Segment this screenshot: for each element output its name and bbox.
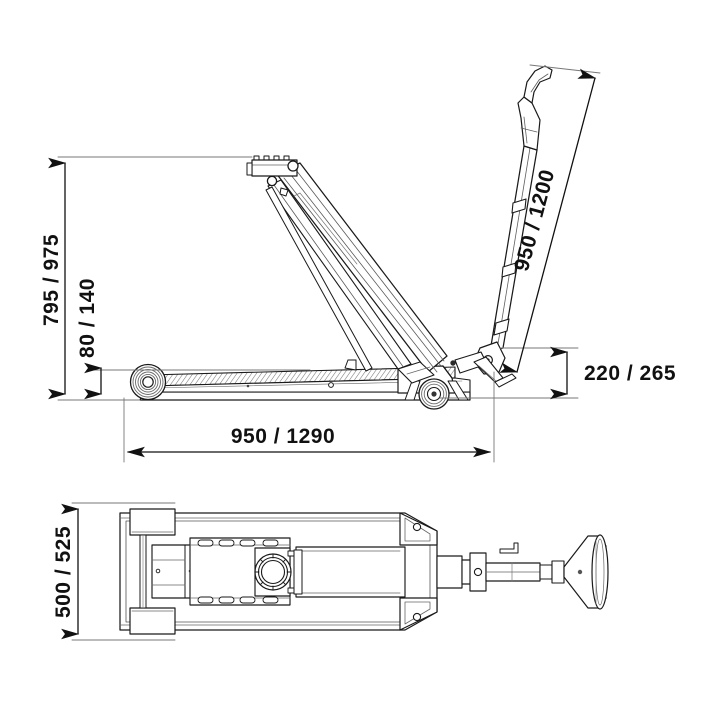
plan-rear-gussets: [399, 512, 438, 631]
front-wheel: [129, 363, 167, 401]
side-elevation-view: [129, 65, 553, 410]
plan-view: [119, 508, 609, 635]
rear-wheel: [418, 378, 450, 410]
dim-min-lift-height-text: 80 / 140: [76, 278, 99, 358]
plan-rear-housing: [293, 546, 406, 598]
dimline-handle-height: [499, 68, 597, 373]
dim-handle-base-height-text: 220 / 265: [584, 362, 676, 385]
dim-overall-length-text: 950 / 1290: [231, 425, 335, 448]
plan-handle-grip: [563, 534, 609, 610]
dim-overall-height-text: 795 / 975: [40, 234, 63, 326]
chassis-side-frame: [139, 359, 471, 401]
plan-ram-cylinder: [254, 547, 295, 597]
plan-front-wheels: [129, 508, 176, 635]
lift-saddle: [246, 155, 299, 197]
dimension-lines: [48, 64, 601, 641]
plan-handle-socket: [436, 542, 565, 592]
lift-arm: [265, 162, 448, 384]
dim-overall-width-text: 500 / 525: [52, 526, 75, 618]
